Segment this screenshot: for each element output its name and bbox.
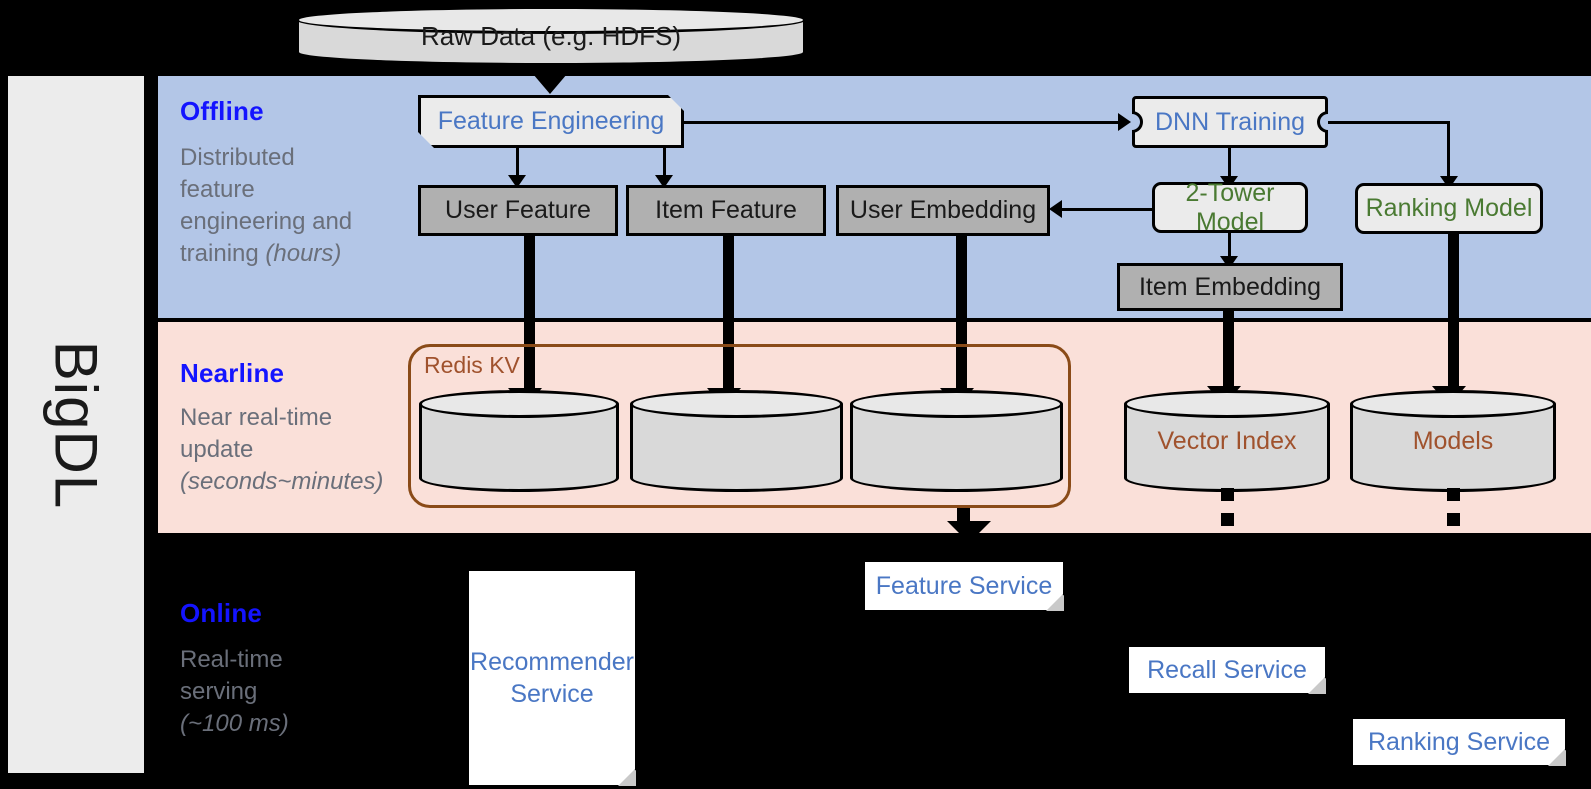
- conn-dnn-2tower: [1228, 148, 1231, 180]
- arrowhead-featureservice: [947, 521, 991, 543]
- redis-kv-group: [408, 344, 1071, 508]
- offline-sub-italic: (hours): [265, 239, 342, 267]
- conn-fe-dnn: [684, 121, 1118, 124]
- arrowhead-rawdata-fe: [533, 74, 567, 94]
- conn-fe-userfeature: [516, 148, 519, 178]
- node-2tower-model[interactable]: 2-Tower Model: [1152, 179, 1308, 236]
- offline-sub-line1: Distributed: [180, 144, 295, 171]
- store-user-embedding-label: [850, 390, 1063, 492]
- node-dnn-training-label: DNN Training: [1154, 107, 1306, 136]
- conn-2tower-userembedding: [1062, 208, 1154, 211]
- offline-sub-line4: training: [180, 239, 266, 267]
- redis-kv-label: Redis KV: [424, 352, 520, 378]
- store-models-label: Models: [1412, 426, 1494, 455]
- pipe-userembedding-store: [956, 234, 967, 396]
- cylinder-top: [419, 390, 619, 418]
- online-title: Online: [180, 598, 263, 628]
- sheet-recommender-service[interactable]: Recommender Service: [468, 570, 636, 786]
- dash-recall-2: [1221, 513, 1234, 526]
- sheet-feature-service[interactable]: Feature Service: [864, 561, 1064, 611]
- store-user-embedding[interactable]: [850, 390, 1063, 492]
- arrowhead-fe-itemfeature: [655, 175, 673, 188]
- conn-rawdata-fe: [549, 66, 552, 76]
- store-vector-index[interactable]: Vector Index: [1124, 390, 1330, 492]
- sheet-ranking-service[interactable]: Ranking Service: [1352, 718, 1566, 766]
- offline-subtitle: Distributed feature engineering and trai…: [180, 142, 400, 270]
- sheet-recall-service[interactable]: Recall Service: [1128, 646, 1326, 694]
- online-sub-line2: serving: [180, 677, 258, 705]
- store-user-feature-label: [419, 390, 619, 492]
- node-user-feature-label: User Feature: [445, 196, 591, 224]
- store-models[interactable]: Models: [1350, 390, 1556, 492]
- node-feature-engineering[interactable]: Feature Engineering: [418, 95, 684, 148]
- arrowhead-2tower-userembedding: [1049, 200, 1062, 218]
- online-subtitle: Real-time serving (~100 ms): [180, 644, 400, 740]
- node-ranking-model-label: Ranking Model: [1365, 194, 1533, 222]
- recommender-service-line2: Service: [510, 680, 594, 708]
- cylinder-top: [1124, 390, 1330, 418]
- nearline-subtitle: Near real-time update (seconds~minutes): [180, 402, 410, 498]
- cylinder-top: [850, 390, 1063, 418]
- sheet-recall-service-label: Recall Service: [1147, 655, 1307, 684]
- dash-ranking-2: [1447, 513, 1460, 526]
- nearline-sub-line2: update: [180, 435, 254, 463]
- cylinder-top: [1350, 390, 1556, 418]
- arrowhead-fe-dnn: [1118, 113, 1131, 131]
- nearline-sub-line1: Near real-time: [180, 404, 333, 431]
- offline-sub-line2: feature: [180, 175, 255, 203]
- pipe-itemembedding-vectorindex: [1223, 310, 1234, 394]
- bigdl-label: BigDL: [42, 340, 110, 509]
- nearline-title: Nearline: [180, 358, 285, 388]
- recommender-service-line1: Recommender: [470, 647, 634, 676]
- raw-data-cylinder: Raw Data (e.g. HDFS): [296, 6, 806, 66]
- offline-sub-line3: engineering and: [180, 207, 353, 235]
- node-item-feature[interactable]: Item Feature: [626, 185, 826, 236]
- page-fold-icon: [1308, 676, 1326, 694]
- node-item-embedding-label: Item Embedding: [1138, 272, 1322, 301]
- page-fold-icon: [618, 768, 636, 786]
- offline-title: Offline: [180, 96, 264, 126]
- pipe-itemfeature-store: [723, 234, 734, 396]
- node-ranking-model[interactable]: Ranking Model: [1355, 183, 1543, 234]
- sheet-ranking-service-label: Ranking Service: [1367, 727, 1551, 756]
- pipe-rankingmodel-models: [1448, 234, 1459, 394]
- conn-fe-itemfeature: [663, 148, 666, 178]
- node-2tower-model-label: 2-Tower Model: [1185, 178, 1275, 236]
- conn-dnn-ranking-h: [1328, 121, 1450, 124]
- node-item-embedding[interactable]: Item Embedding: [1117, 263, 1343, 311]
- pipe-userfeature-store: [524, 234, 535, 396]
- dash-featureservice-1: [957, 508, 970, 521]
- node-dnn-training[interactable]: DNN Training: [1132, 96, 1328, 148]
- dash-recall-1: [1221, 488, 1234, 501]
- conn-dnn-ranking-v: [1447, 121, 1450, 181]
- node-item-feature-label: Item Feature: [655, 196, 797, 224]
- store-item-feature[interactable]: [630, 390, 843, 492]
- cylinder-top: [296, 6, 806, 34]
- dash-ranking-1: [1447, 488, 1460, 501]
- page-fold-icon: [1548, 748, 1566, 766]
- sheet-feature-service-label: Feature Service: [875, 571, 1053, 600]
- cylinder-top: [630, 390, 843, 418]
- node-user-embedding[interactable]: User Embedding: [836, 185, 1050, 236]
- node-user-feature[interactable]: User Feature: [418, 185, 618, 236]
- sheet-recommender-service-label: Recommender Service: [470, 646, 634, 711]
- node-feature-engineering-label: Feature Engineering: [437, 107, 665, 135]
- raw-data-label: Raw Data (e.g. HDFS): [420, 20, 682, 51]
- store-user-feature[interactable]: [419, 390, 619, 492]
- online-sub-line1: Real-time: [180, 646, 283, 673]
- nearline-sub-italic: (seconds~minutes): [180, 467, 384, 495]
- bigdl-rail: BigDL: [8, 76, 144, 773]
- store-vector-index-label: Vector Index: [1157, 426, 1297, 455]
- online-sub-italic: (~100 ms): [180, 709, 289, 737]
- conn-2tower-itemembedding: [1228, 233, 1231, 260]
- node-user-embedding-label: User Embedding: [849, 196, 1037, 224]
- arrowhead-fe-userfeature: [508, 175, 526, 188]
- store-item-feature-label: [630, 390, 843, 492]
